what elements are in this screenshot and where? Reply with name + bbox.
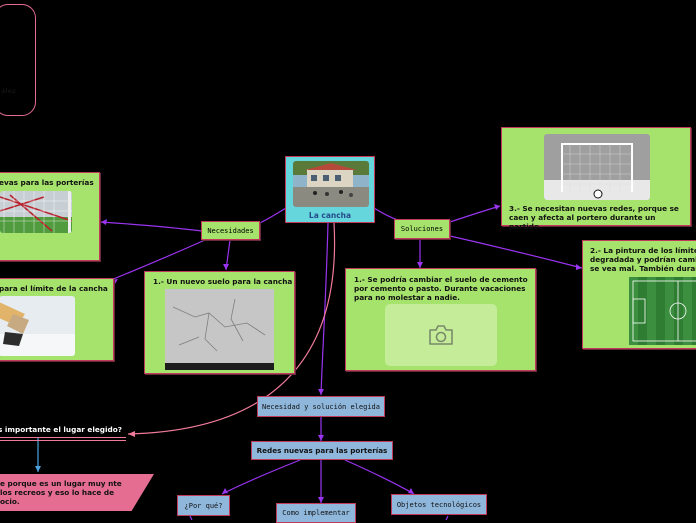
- link-root-necesidades: [257, 207, 287, 225]
- paint-brush-photo-icon: [0, 296, 75, 356]
- soccer-field-photo-icon: [629, 277, 696, 345]
- need-nets-node[interactable]: evas para las porterías: [0, 172, 100, 261]
- nets-topic-label: Redes nuevas para las porterías: [256, 446, 388, 455]
- author-name: ález: [1, 87, 16, 95]
- need-paint-node[interactable]: para el límite de la cancha: [0, 278, 114, 361]
- answer-node[interactable]: e porque es un lugar muy nte los recreos…: [0, 474, 154, 511]
- why-node[interactable]: ¿Por qué?: [177, 495, 230, 516]
- sol-paint-node[interactable]: 2.- La pintura de los límites degradada …: [582, 240, 696, 349]
- author-box[interactable]: ález: [0, 4, 36, 116]
- root-node[interactable]: La cancha: [285, 156, 375, 223]
- cracked-concrete-photo-icon: [165, 289, 274, 370]
- question-underline: [0, 440, 126, 441]
- soluciones-node[interactable]: Soluciones: [394, 219, 450, 239]
- necesidades-label: Necesidades: [207, 226, 254, 235]
- need-floor-text: 1.- Un nuevo suelo para la cancha: [153, 277, 293, 286]
- necesidades-node[interactable]: Necesidades: [201, 221, 260, 240]
- soluciones-label: Soluciones: [400, 225, 444, 233]
- link-nec-redes: [100, 221, 203, 232]
- link-root-necesidad: [320, 222, 329, 396]
- answer-text: e porque es un lugar muy nte los recreos…: [0, 479, 122, 506]
- need-nets-text: evas para las porterías: [0, 178, 94, 187]
- why-label: ¿Por qué?: [184, 501, 223, 510]
- root-title: La cancha: [308, 211, 352, 220]
- question-text: s importante el lugar elegido?: [0, 425, 122, 434]
- chosen-need-label: Necesidad y solución elegida: [261, 402, 380, 411]
- how-node[interactable]: Como implementar: [276, 503, 356, 523]
- sol-floor-text: 1.- Se podría cambiar el suelo de cement…: [354, 275, 528, 302]
- sol-floor-node[interactable]: 1.- Se podría cambiar el suelo de cement…: [345, 268, 536, 371]
- how-label: Como implementar: [282, 509, 350, 517]
- need-paint-text: para el límite de la cancha: [0, 284, 108, 293]
- tech-objects-label: Objetos tecnológicos: [396, 500, 482, 509]
- school-photo-icon: [293, 161, 369, 207]
- sol-nets-text: 3.- Se necesitan nuevas redes, porque se…: [509, 204, 679, 231]
- link-sol-redes: [449, 205, 501, 223]
- nets-topic-node[interactable]: Redes nuevas para las porterías: [251, 441, 393, 460]
- goal-net-photo-icon: [544, 134, 650, 200]
- image-placeholder[interactable]: [385, 304, 497, 366]
- tech-objects-node[interactable]: Objetos tecnológicos: [391, 494, 487, 515]
- sol-paint-text: 2.- La pintura de los límites degradada …: [590, 246, 696, 273]
- link-nec-pintura: [110, 239, 206, 281]
- link-redes-objetos: [344, 459, 415, 495]
- link-sol-pintura: [449, 235, 583, 269]
- camera-icon: [429, 325, 453, 345]
- need-floor-node[interactable]: 1.- Un nuevo suelo para la cancha: [144, 271, 295, 374]
- football-goal-net-photo-icon: [0, 191, 72, 233]
- link-redes-porque: [221, 459, 301, 495]
- sol-nets-node[interactable]: 3.- Se necesitan nuevas redes, porque se…: [501, 127, 691, 231]
- link-root-importante: [127, 222, 336, 435]
- question-node[interactable]: s importante el lugar elegido?: [0, 424, 126, 441]
- chosen-need-node[interactable]: Necesidad y solución elegida: [257, 396, 385, 417]
